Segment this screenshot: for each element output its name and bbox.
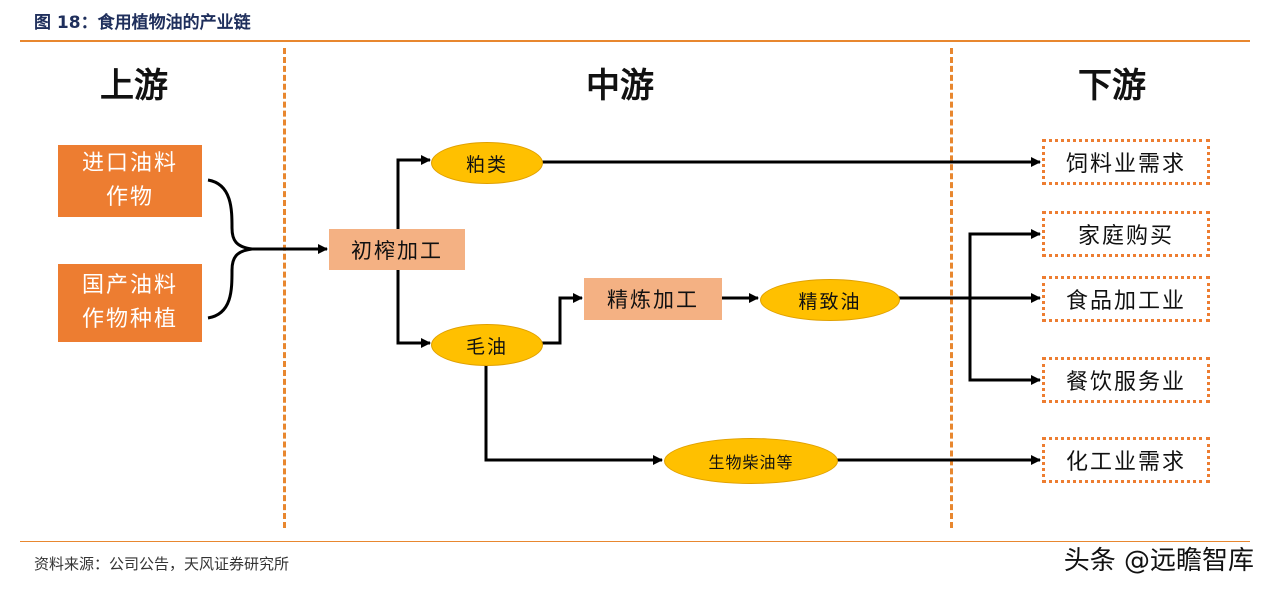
node-imported-oil-crops: 进口油料 作物 (58, 145, 202, 217)
brace (207, 178, 253, 320)
source-note: 资料来源：公司公告，天风证券研究所 (34, 555, 290, 573)
bottom-rule (20, 541, 1250, 542)
node-catering: 餐饮服务业 (1042, 357, 1210, 403)
top-rule (20, 40, 1250, 42)
arrow-split-catering (968, 298, 1041, 385)
arrow-crude-biodiesel (484, 365, 663, 465)
node-food-processing: 食品加工业 (1042, 276, 1210, 322)
node-refined-oil: 精致油 (760, 279, 900, 321)
node-meal: 粕类 (431, 142, 543, 184)
node-domestic-oil-crops: 国产油料 作物种植 (58, 264, 202, 342)
node-biodiesel: 生物柴油等 (664, 438, 838, 484)
node-initial-pressing: 初榨加工 (329, 229, 465, 270)
node-domestic-line1: 国产油料 (81, 273, 178, 298)
node-household: 家庭购买 (1042, 211, 1210, 257)
stage-downstream: 下游 (1078, 66, 1146, 106)
node-feed-demand: 饲料业需求 (1042, 139, 1210, 185)
arrow-pressing-crude (396, 270, 431, 348)
arrow-crude-refining (541, 293, 583, 345)
arrow-pressing-meal (396, 155, 431, 230)
stage-midstream: 中游 (586, 66, 654, 106)
node-imported-line1: 进口油料 (81, 151, 178, 176)
arrow-split-household (968, 229, 1041, 298)
divider-midstream-downstream (950, 48, 953, 528)
node-refining: 精炼加工 (584, 278, 722, 320)
watermark: 头条 @远瞻智库 (1063, 546, 1254, 576)
divider-upstream-midstream (283, 48, 286, 528)
node-domestic-line2: 作物种植 (81, 307, 178, 332)
figure-title: 图 18：食用植物油的产业链 (34, 13, 251, 33)
node-imported-line2: 作物 (105, 185, 154, 210)
node-crude-oil: 毛油 (431, 324, 543, 366)
stage-upstream: 上游 (100, 66, 168, 106)
node-chemical-demand: 化工业需求 (1042, 437, 1210, 483)
